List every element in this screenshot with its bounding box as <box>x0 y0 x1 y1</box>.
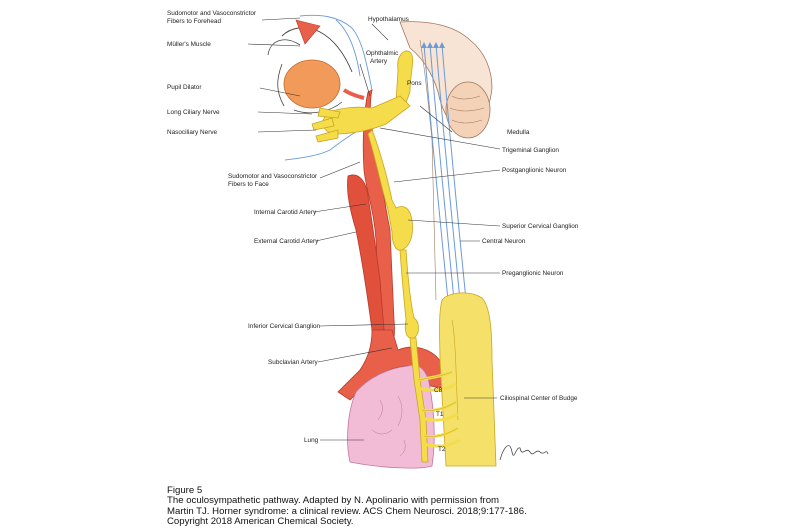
central-neuron-arrowheads <box>421 42 445 48</box>
artist-signature <box>499 445 549 461</box>
label-long-ciliary-nerve: Long Ciliary Nerve <box>167 109 220 116</box>
svg-text:Fibers to Face: Fibers to Face <box>228 181 269 188</box>
label-mullers-muscle: Müller's Muscle <box>167 41 211 48</box>
label-pupil-dilator: Pupil Dilator <box>167 84 202 91</box>
label-hypothalamus: Hypothalamus <box>368 16 409 23</box>
label-ciliospinal-center: Ciliospinal Center of Budge <box>500 395 578 402</box>
caption-line: The oculosympathetic pathway. Adapted by… <box>167 495 500 507</box>
label-ophthalmic-artery: Ophthalmic <box>366 50 399 57</box>
eye-shape <box>283 59 341 109</box>
leader-lines <box>247 17 501 441</box>
caption-line: Martin TJ. Horner syndrome: a clinical r… <box>167 505 527 517</box>
label-pons: Pons <box>407 80 422 87</box>
arteries <box>337 88 447 401</box>
label-medulla: Medulla <box>507 129 530 136</box>
mullers-muscle-shape <box>295 19 321 45</box>
label-preganglionic-neuron: Preganglionic Neuron <box>502 270 564 277</box>
label-superior-cervical-ganglion: Superior Cervical Ganglion <box>502 223 579 230</box>
label-nasociliary-nerve: Nasociliary Nerve <box>167 129 218 136</box>
sympathetic-nerves <box>311 50 429 463</box>
spinal-cord-shape <box>439 292 497 467</box>
label-sudomotor-forehead: Sudomotor and Vasoconstrictor <box>167 10 257 17</box>
caption-line: Copyright 2018 American Chemical Society… <box>167 515 354 527</box>
svg-text:Fibers to Forehead: Fibers to Forehead <box>167 18 221 25</box>
label-inferior-cervical-ganglion: Inferior Cervical Ganglion <box>248 323 321 330</box>
label-c8: C8 <box>434 387 443 394</box>
brainstem-illustration <box>399 21 493 301</box>
label-postganglionic-neuron: Postganglionic Neuron <box>502 167 567 174</box>
svg-text:Artery: Artery <box>370 58 388 65</box>
label-t2: T2 <box>438 446 446 453</box>
label-external-carotid: External Carotid Artery <box>254 238 319 245</box>
orbit-illustration <box>267 19 353 114</box>
caption-figure-number: Figure 5 <box>167 485 203 496</box>
label-central-neuron: Central Neuron <box>482 238 526 245</box>
diagram-labels: Sudomotor and Vasoconstrictor Fibers to … <box>167 10 579 453</box>
label-t1: T1 <box>436 411 444 418</box>
label-subclavian-artery: Subclavian Artery <box>268 359 319 366</box>
lung-shape <box>347 364 435 469</box>
figure-caption: Figure 5 The oculosympathetic pathway. A… <box>167 485 727 527</box>
central-neuron-lines <box>423 43 471 356</box>
label-trigeminal-ganglion: Trigeminal Ganglion <box>502 147 559 154</box>
label-lung: Lung <box>304 437 319 444</box>
label-internal-carotid: Internal Carotid Artery <box>254 209 317 216</box>
label-sudomotor-face: Sudomotor and Vasoconstrictor <box>228 173 318 180</box>
